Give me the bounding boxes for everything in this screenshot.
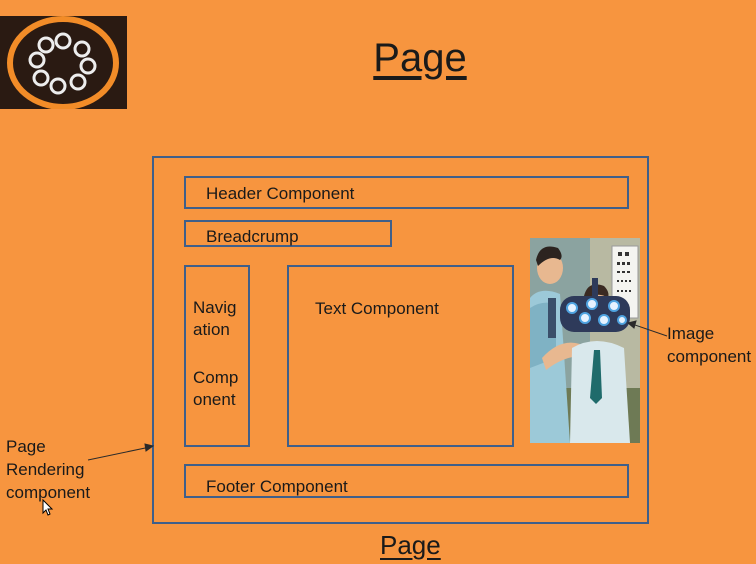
header-component-label: Header Component bbox=[206, 184, 355, 203]
breadcrumb-component-box: Breadcrump bbox=[184, 220, 392, 247]
navigation-component-label-2: Comp onent bbox=[193, 367, 249, 411]
navigation-component-label: Navig ation bbox=[193, 297, 249, 341]
bottom-page-title: Page bbox=[380, 530, 441, 560]
navigation-label-line-2: ation bbox=[193, 320, 230, 339]
header-component-box: Header Component bbox=[184, 176, 629, 209]
footer-component-label: Footer Component bbox=[206, 477, 348, 496]
footer-component-box: Footer Component bbox=[184, 464, 629, 498]
navigation-label-line-3: Comp bbox=[193, 368, 239, 387]
page-rendering-line-1: Page bbox=[6, 437, 46, 456]
image-component-label: Image component bbox=[667, 322, 751, 368]
page-rendering-label: Page Rendering component bbox=[6, 435, 90, 504]
navigation-label-line-4: onent bbox=[193, 390, 236, 409]
navigation-component-box: Navig ation Comp onent bbox=[184, 265, 250, 447]
navigation-label-line-1: Navig bbox=[193, 298, 237, 317]
text-component-label: Text Component bbox=[315, 299, 439, 318]
page-rendering-arrow bbox=[87, 446, 151, 461]
breadcrumb-component-label: Breadcrump bbox=[206, 227, 299, 246]
page-container-box bbox=[152, 156, 649, 524]
app-logo bbox=[0, 16, 127, 110]
image-component-illustration bbox=[530, 238, 640, 443]
mouse-pointer-icon bbox=[42, 498, 54, 522]
image-label-line-1: Image bbox=[667, 324, 715, 343]
eye-exam-illustration-icon bbox=[530, 238, 640, 443]
page-rendering-line-3: component bbox=[6, 483, 91, 502]
page-rendering-line-2: Rendering bbox=[6, 460, 85, 479]
page-title: Page bbox=[373, 36, 467, 80]
image-label-line-2: component bbox=[667, 347, 752, 366]
adobe-experience-manager-logo-icon bbox=[7, 16, 119, 110]
text-component-box: Text Component bbox=[287, 265, 514, 447]
